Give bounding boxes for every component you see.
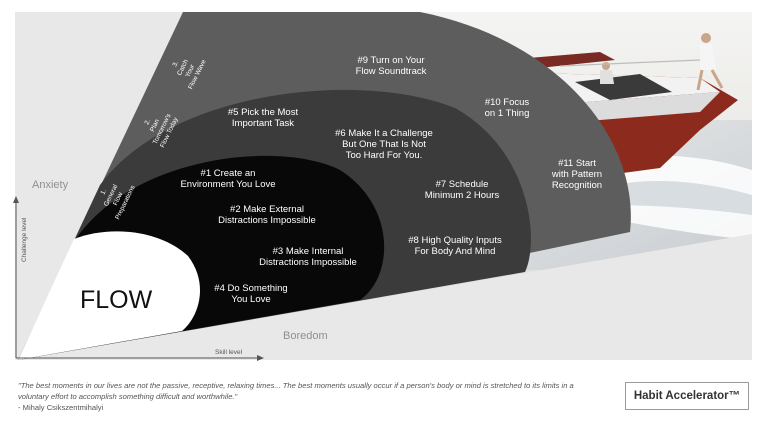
boredom-label: Boredom xyxy=(283,330,328,342)
flow-label: FLOW xyxy=(80,286,153,314)
anxiety-label: Anxiety xyxy=(32,179,69,191)
skill-axis-label: Skill level xyxy=(215,349,243,356)
quote-text: "The best moments in our lives are not t… xyxy=(18,381,574,401)
quote: "The best moments in our lives are not t… xyxy=(18,380,578,413)
quote-author: - Mihaly Csikszentmihalyi xyxy=(18,403,104,412)
phase-2: 2.PlanTomorrow'sFlow Today xyxy=(137,105,181,149)
challenge-axis-label: Challenge level xyxy=(21,217,28,262)
svg-text:2.PlanTomorrow'sFlow Today: 2.PlanTomorrow'sFlow Today xyxy=(137,105,180,149)
axes xyxy=(13,196,264,361)
flow-zone xyxy=(18,231,201,360)
brand-badge: Habit Accelerator™ xyxy=(625,382,749,410)
